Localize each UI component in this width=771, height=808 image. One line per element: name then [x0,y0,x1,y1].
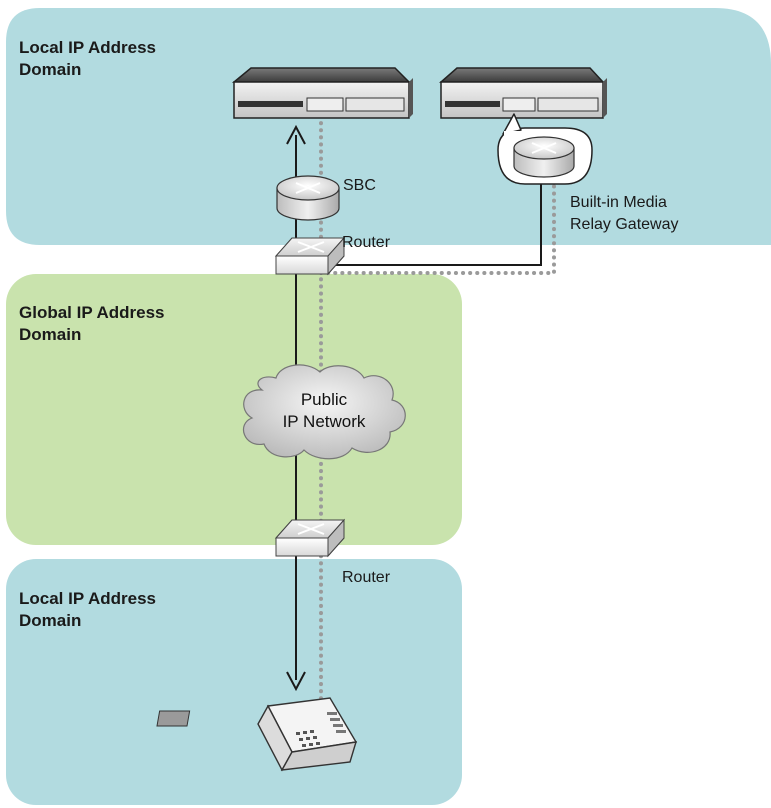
sbc-label: SBC [343,177,376,194]
router-bottom-label: Router [342,569,391,586]
media-path [319,114,556,737]
region-label-bottom-local: Local IP Address Domain [19,589,156,630]
router-bottom-icon [274,518,346,558]
sbc-router-icon [276,175,340,221]
media-relay-router-icon [513,136,575,178]
region-global [6,274,462,545]
pbx-unit-left [231,67,413,119]
public-network-cloud-icon [242,364,406,460]
router-top-icon [274,236,346,276]
arrowhead-up [286,124,306,145]
region-label-global: Global IP Address Domain [19,303,165,344]
region-label-top-local: Local IP Address Domain [19,38,156,79]
pbx-unit-right [439,67,607,119]
cloud-label: Public IP Network [282,390,366,431]
ip-phone-icon [156,697,358,772]
arrowhead-down [286,671,306,692]
router-top-label: Router [342,234,391,251]
media-relay-label: Built-in Media Relay Gateway [570,194,679,233]
